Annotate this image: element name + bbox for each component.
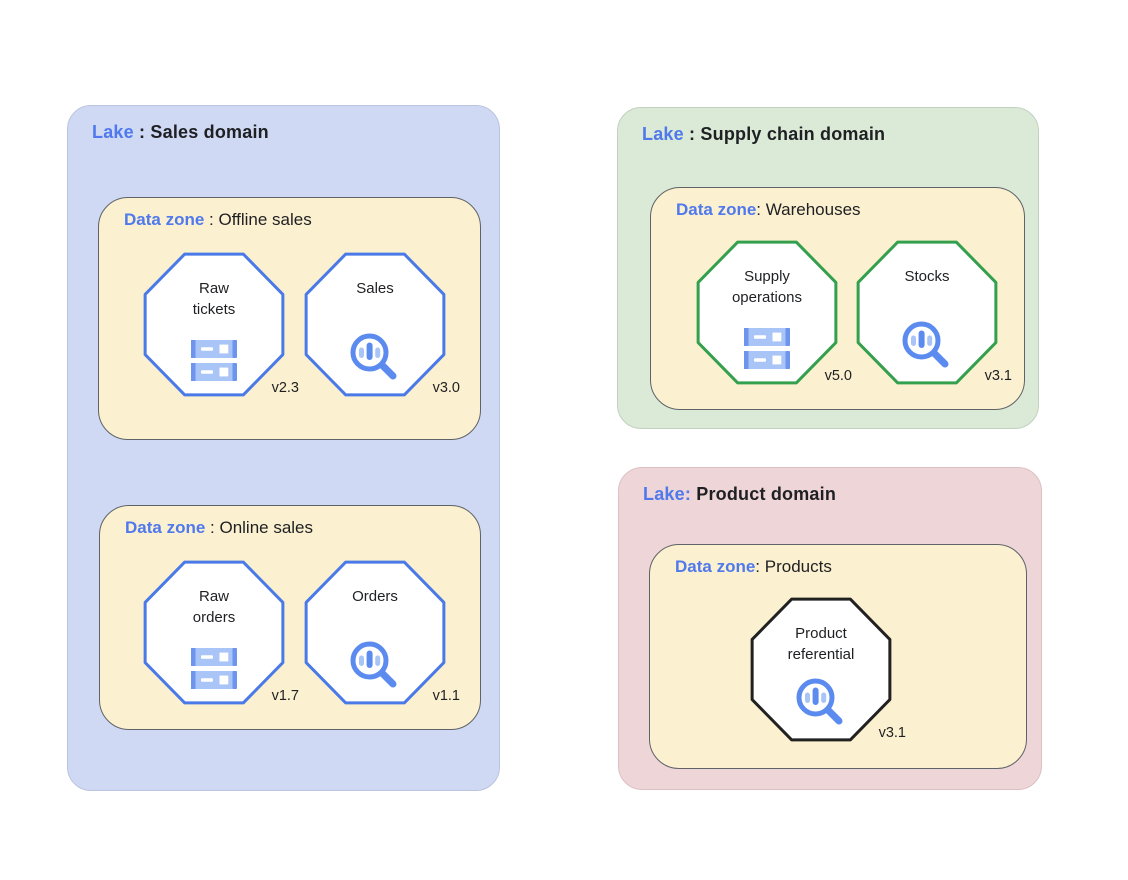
- lake-name: Product domain: [691, 484, 837, 504]
- lake-title: Lake: Product domain: [643, 484, 836, 505]
- search-analytics-icon: [794, 675, 846, 729]
- entity-version: v1.1: [432, 688, 460, 704]
- zone-online-sales: Data zone : Online sales Raw orders v1.7…: [99, 505, 481, 730]
- zone-title: Data zone: Products: [675, 557, 832, 577]
- entity-version: v3.0: [432, 380, 460, 396]
- zone-name: : Online sales: [205, 518, 314, 537]
- lake-title: Lake : Sales domain: [92, 122, 269, 143]
- entity-sales: Sales v3.0: [304, 252, 460, 397]
- entity-raw-tickets: Raw tickets v2.3: [143, 252, 299, 397]
- entity-stocks: Stocks v3.1: [856, 240, 1012, 385]
- zone-name: : Products: [755, 557, 832, 576]
- entity-name: Product referential: [787, 625, 855, 663]
- zone-name: : Offline sales: [204, 210, 312, 229]
- storage-icon: [191, 648, 237, 689]
- zone-products: Data zone: Products Product referential …: [649, 544, 1027, 769]
- entity-name: Sales: [356, 280, 394, 297]
- storage-icon: [744, 328, 790, 369]
- entity-raw-orders: Raw orders v1.7: [143, 560, 299, 705]
- zone-label: Data zone: [125, 518, 206, 537]
- lake-product-domain: Lake: Product domain Data zone: Products…: [618, 467, 1042, 790]
- lake-name: : Sales domain: [133, 122, 269, 142]
- entity-name: Supply operations: [731, 268, 803, 306]
- entity-version: v3.1: [878, 725, 906, 741]
- zone-label: Data zone: [675, 557, 756, 576]
- entity-supply-operations: Supply operations v5.0: [696, 240, 852, 385]
- entity-name: Raw orders: [192, 588, 236, 626]
- lake-sales-domain: Lake : Sales domain Data zone : Offline …: [67, 105, 500, 791]
- entity-name: Orders: [352, 588, 398, 605]
- lake-title: Lake : Supply chain domain: [642, 124, 885, 145]
- entity-version: v3.1: [984, 368, 1012, 384]
- entity-version: v2.3: [271, 380, 299, 396]
- zone-title: Data zone : Offline sales: [124, 210, 312, 230]
- zone-warehouses: Data zone: Warehouses Supply operations …: [650, 187, 1025, 410]
- entity-name: Raw tickets: [192, 280, 236, 318]
- storage-icon: [191, 340, 237, 381]
- entity-name: Stocks: [904, 268, 950, 285]
- zone-offline-sales: Data zone : Offline sales Raw tickets v2…: [98, 197, 481, 440]
- entity-orders: Orders v1.1: [304, 560, 460, 705]
- search-analytics-icon: [348, 330, 400, 384]
- zone-name: : Warehouses: [756, 200, 861, 219]
- zone-label: Data zone: [676, 200, 757, 219]
- lake-label: Lake: [92, 122, 134, 142]
- lake-name: : Supply chain domain: [683, 124, 886, 144]
- search-analytics-icon: [900, 318, 952, 372]
- lake-label: Lake:: [643, 484, 692, 504]
- entity-version: v1.7: [271, 688, 299, 704]
- zone-title: Data zone : Online sales: [125, 518, 313, 538]
- lake-label: Lake: [642, 124, 684, 144]
- zone-label: Data zone: [124, 210, 205, 229]
- entity-version: v5.0: [824, 368, 852, 384]
- search-analytics-icon: [348, 638, 400, 692]
- entity-product-referential: Product referential v3.1: [750, 597, 906, 742]
- lake-supply-chain-domain: Lake : Supply chain domain Data zone: Wa…: [617, 107, 1039, 429]
- zone-title: Data zone: Warehouses: [676, 200, 861, 220]
